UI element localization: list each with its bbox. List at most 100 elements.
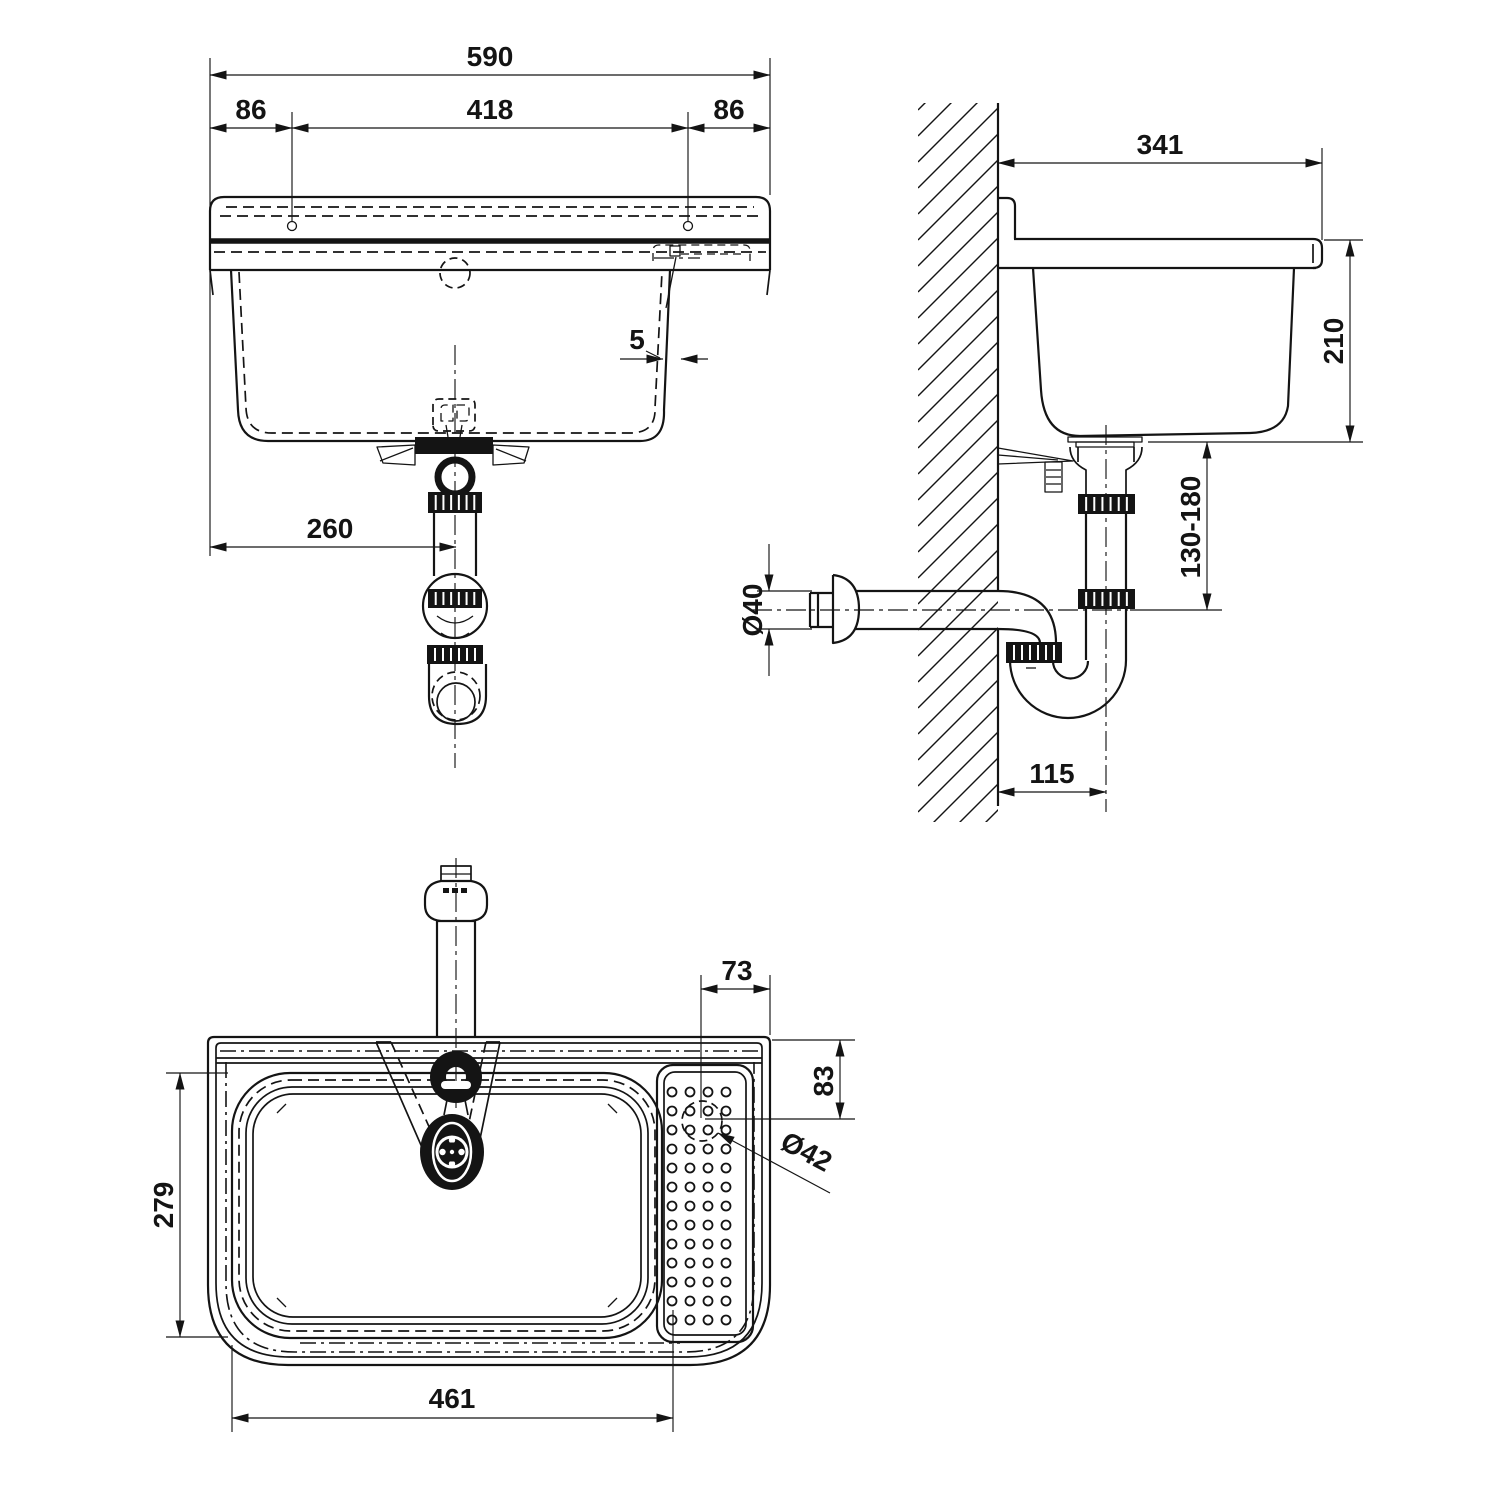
strainer-center xyxy=(449,1149,455,1155)
opening-rim-outer xyxy=(230,1071,664,1340)
dim-front-rim-thickness: 5 xyxy=(629,324,645,355)
dim-plan-tray-depth: 83 xyxy=(808,1065,839,1096)
plan-trap-assembly xyxy=(375,1041,501,1190)
dim-side-height: 210 xyxy=(1318,318,1349,365)
tailpiece-flange-2 xyxy=(1075,441,1135,448)
opening-corner-ticks xyxy=(276,1103,618,1308)
outlet-stub xyxy=(808,591,833,629)
trap-bracket-v-solid xyxy=(375,1041,501,1169)
trap-ring-slot xyxy=(441,1081,471,1089)
dim-front-right-hole-offset: 86 xyxy=(713,94,744,125)
dim-plan-basin-width: 461 xyxy=(429,1383,476,1414)
escutcheon xyxy=(831,573,861,645)
dim-plan-basin-depth: 279 xyxy=(148,1182,179,1229)
dim-plan-drain-diameter: Ø42 xyxy=(776,1126,837,1178)
dim-side-outlet-diameter: Ø40 xyxy=(737,584,768,637)
side-sink-profile xyxy=(997,196,1324,493)
tailpiece-flange-1 xyxy=(1067,436,1143,443)
ball-joint-nut-top xyxy=(428,589,482,608)
waste-neck xyxy=(445,424,463,438)
plan-outline xyxy=(206,1035,772,1367)
bracket-wing-left xyxy=(376,444,416,466)
dim-front-overall-width: 590 xyxy=(467,41,514,72)
dim-front-drain-offset: 260 xyxy=(307,513,354,544)
mounting-hole-left xyxy=(286,220,298,232)
dim-side-trap-range: 130-180 xyxy=(1175,476,1206,579)
outlet-pipe xyxy=(855,589,998,631)
plan-outer-edge xyxy=(206,1035,772,1367)
plan-basin-opening xyxy=(230,1071,664,1340)
basin-profile xyxy=(1031,267,1296,438)
trap-pipe-lower xyxy=(1084,609,1128,660)
elbow-cap-outline xyxy=(427,664,488,726)
ball-joint-sphere-lines xyxy=(436,615,474,639)
dim-side-wall-to-trap: 115 xyxy=(1029,758,1074,789)
plan-hidden-inset xyxy=(225,1062,755,1353)
elbow-hidden-circle xyxy=(431,671,481,721)
dim-plan-tray-width: 73 xyxy=(721,955,752,986)
back-bracket xyxy=(998,196,1017,239)
overflow-hole xyxy=(439,257,471,289)
plan-escutcheon xyxy=(423,879,489,923)
strainer-notch-right xyxy=(458,1148,465,1156)
drain-nut-upper xyxy=(428,492,482,513)
trap-ring xyxy=(430,1051,482,1103)
plan-escutcheon-ticks xyxy=(443,888,467,893)
trap-nut-elbow xyxy=(1006,642,1062,663)
trap-nut-upper xyxy=(1078,494,1135,514)
basin-inner-hidden xyxy=(238,271,663,434)
u-bend-inner xyxy=(1051,660,1090,680)
dim-side-depth: 341 xyxy=(1137,129,1184,160)
drain-hole-circle xyxy=(681,1100,723,1142)
trap-nut-middle xyxy=(1078,589,1135,609)
tray-outline xyxy=(655,1063,755,1344)
knurl-ticks xyxy=(434,495,1128,661)
opening-rim-hidden xyxy=(238,1079,656,1332)
mounting-hole-right xyxy=(682,220,694,232)
side-view: 341 210 130-180 Ø40 115 xyxy=(737,103,1363,822)
elbow-opening xyxy=(436,682,476,722)
plan-pipe xyxy=(435,921,477,1037)
front-sink-body xyxy=(208,195,772,443)
bracket-clamp xyxy=(1044,461,1063,493)
trap-pipe-upper xyxy=(1084,514,1128,589)
basin-outline xyxy=(229,269,672,443)
leader-d42 xyxy=(717,1132,831,1194)
soap-tray-hidden-outline xyxy=(652,244,751,261)
soap-tray-drain-square xyxy=(669,245,681,257)
side-dimensions: 341 210 130-180 Ø40 115 xyxy=(737,129,1363,797)
waste-fitting-detail xyxy=(440,404,470,422)
support-bracket-wedge xyxy=(997,447,1074,465)
front-lip xyxy=(1312,237,1324,270)
waste-fitting-hidden xyxy=(432,398,476,432)
shelf-outline xyxy=(208,195,772,270)
strainer-notch-left xyxy=(439,1148,446,1156)
drain-flange xyxy=(415,437,493,454)
ball-joint-nut-bottom xyxy=(427,645,483,664)
apron-right-lip xyxy=(766,269,771,296)
front-view: 590 86 418 86 5 260 xyxy=(208,41,772,768)
trap-body-ring xyxy=(431,1121,473,1183)
elbow-to-wall xyxy=(997,589,1058,644)
u-bend-outer xyxy=(1008,659,1128,720)
dim-front-hole-spacing: 418 xyxy=(467,94,514,125)
plan-outer-edge-inner xyxy=(215,1042,763,1358)
wall-hatch xyxy=(918,103,998,822)
tray-holes xyxy=(666,1086,732,1326)
bracket-wing-right xyxy=(492,444,530,466)
plan-view: 73 83 Ø42 279 461 xyxy=(148,858,855,1432)
tailpiece xyxy=(1069,446,1143,495)
apron-left-lip xyxy=(209,269,214,296)
dim-front-left-hole-offset: 86 xyxy=(235,94,266,125)
soap-tray-channel-line xyxy=(665,256,677,309)
front-dimensions: 590 86 418 86 5 260 xyxy=(209,41,771,556)
plan-dimensions: 73 83 Ø42 279 461 xyxy=(148,955,855,1432)
strainer-notches-v xyxy=(448,1136,456,1168)
trap-neck-lines xyxy=(443,1099,469,1116)
plan-drainer-tray xyxy=(655,1063,755,1344)
side-trap-assembly xyxy=(752,425,1143,812)
bracket-clamp-ridges xyxy=(1046,469,1061,485)
drain-pipe-upper xyxy=(432,513,478,576)
